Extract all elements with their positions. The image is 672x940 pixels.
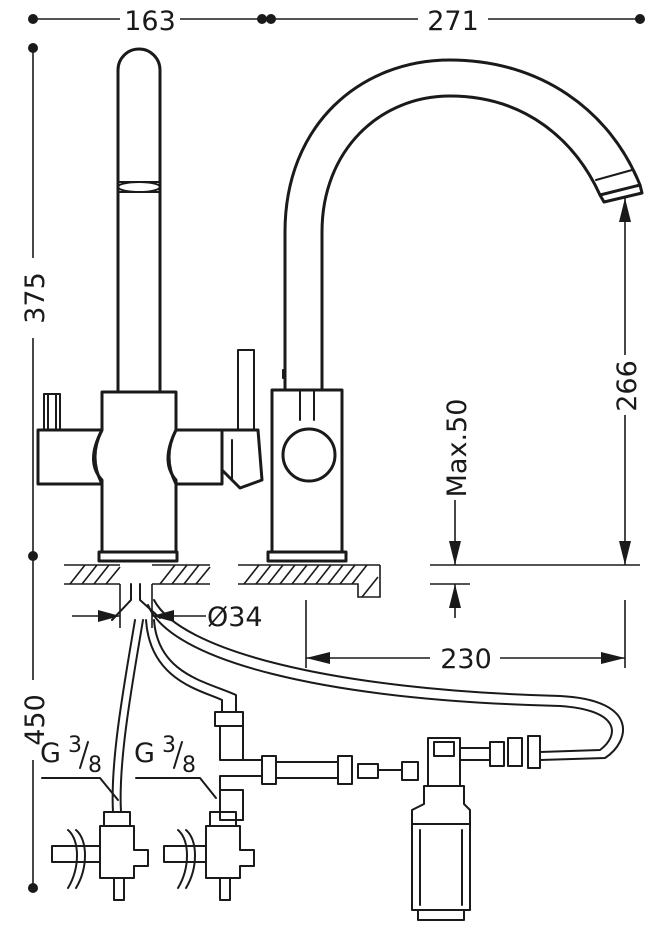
filter-assembly — [214, 711, 541, 921]
svg-text:8: 8 — [88, 753, 102, 778]
dimension-diameter-34: Ø34 — [207, 602, 263, 633]
dimension-max50: Max.50 — [442, 399, 473, 498]
dimension-266: 266 — [612, 360, 643, 412]
svg-text:3: 3 — [162, 733, 176, 758]
dimension-230-group: 230 — [305, 600, 626, 675]
dimension-diameter-group: Ø34 — [72, 584, 263, 633]
dimension-266-group: 266 — [430, 198, 643, 566]
faucet-front-view — [36, 47, 264, 563]
counter-top — [64, 564, 381, 598]
top-dimension-line: 163 271 — [28, 4, 645, 37]
svg-text:8: 8 — [182, 753, 196, 778]
svg-text:G: G — [134, 738, 155, 769]
dimension-163: 163 — [124, 6, 176, 37]
thread-label-right: G 3 8 — [134, 733, 217, 799]
angle-valve-right — [163, 811, 255, 901]
dimension-271: 271 — [427, 6, 479, 37]
dimension-450: 450 — [20, 694, 51, 746]
faucet-side-view — [266, 58, 644, 563]
dimension-375: 375 — [20, 272, 51, 324]
angle-valve-left — [51, 811, 149, 901]
dimension-230: 230 — [440, 644, 492, 675]
thread-label-left: G 3 8 — [40, 733, 119, 801]
svg-text:G: G — [40, 738, 61, 769]
left-dimension-line: 375 450 — [18, 43, 51, 893]
svg-text:3: 3 — [68, 733, 82, 758]
dimension-max50-group: Max.50 — [430, 399, 473, 618]
